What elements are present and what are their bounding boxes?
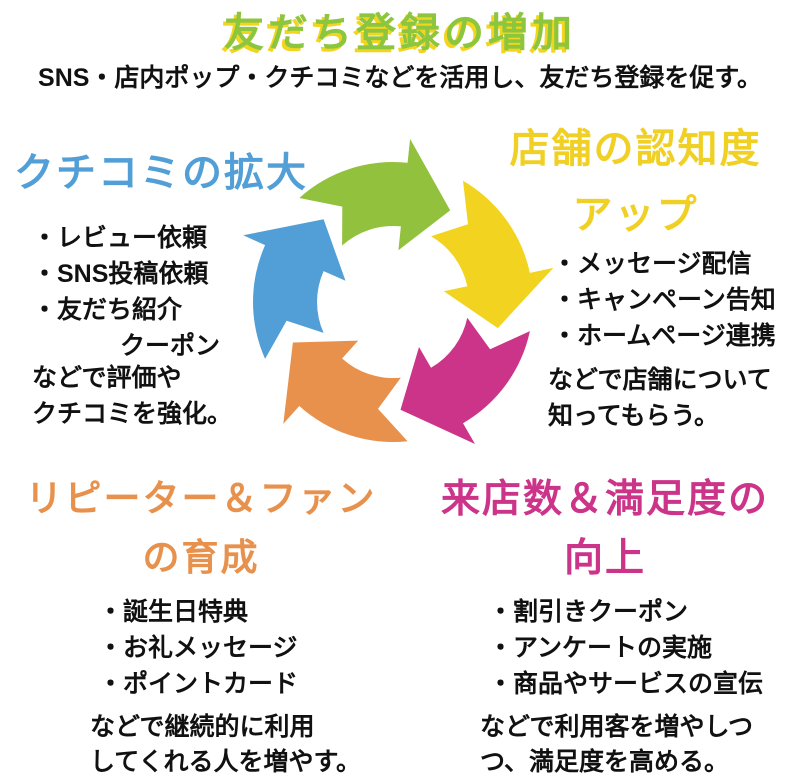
bullet-item: ・割引きクーポン: [488, 598, 689, 626]
section-ninchido-heading-line1: 店舗の認知度: [509, 127, 762, 171]
bullet-item: ・レビュー依頼: [32, 224, 208, 252]
page-title: 友だち登録の増加: [224, 11, 576, 55]
bullet-item-wrap: クーポン: [120, 332, 221, 360]
bullet-item: ・商品やサービスの宣伝: [488, 670, 764, 698]
section-raiten-heading-line1: 来店数＆満足度の: [440, 478, 769, 521]
bullet-item: ・お礼メッセージ: [98, 634, 298, 662]
page-subtitle: SNS・店内ポップ・クチコミなどを活用し、友だち登録を促す。: [38, 64, 762, 92]
bullet-item: ・誕生日特典: [98, 598, 249, 626]
section-kuchikomi-heading: クチコミの拡大: [14, 151, 308, 195]
section-raiten-heading-line2: 向上: [563, 537, 646, 580]
section-repeater-heading-line2: の育成: [142, 537, 260, 578]
bullet-item: ・メッセージ配信: [552, 250, 752, 278]
cycle-diagram: [243, 138, 554, 444]
section-repeater-summary: などで継続的に利用 してくれる人を増やす。: [90, 713, 362, 776]
bullet-item: ・友だち紹介: [32, 296, 183, 324]
cycle-arrow-right-yellow: [431, 180, 554, 329]
section-ninchido-summary: などで店舗について 知ってもらう。: [548, 366, 772, 430]
cycle-arrow-bottom-left-orange: [283, 340, 408, 442]
bullet-item: ・SNS投稿依頼: [32, 260, 209, 288]
section-raiten-bullets: ・割引きクーポン ・アンケートの実施 ・商品やサービスの宣伝: [488, 594, 763, 702]
cycle-arrow-left-blue: [243, 219, 346, 359]
section-repeater-bullets: ・誕生日特典 ・お礼メッセージ ・ポイントカード: [98, 594, 298, 702]
bullet-item: ・ホームページ連携: [552, 322, 776, 350]
section-ninchido-heading-line2: アップ: [572, 193, 699, 237]
section-raiten-summary: などで利用客を増やしつ つ、満足度を高める。: [480, 713, 754, 776]
section-ninchido-bullets: ・メッセージ配信 ・キャンペーン告知 ・ホームページ連携: [552, 246, 776, 354]
section-kuchikomi-bullets: ・レビュー依頼 ・SNS投稿依頼 ・友だち紹介 クーポン: [32, 220, 220, 364]
bullet-item: ・ポイントカード: [98, 670, 299, 698]
bullet-item: ・アンケートの実施: [488, 634, 713, 662]
cycle-arrow-bottom-right-magenta: [400, 317, 530, 444]
cycle-arrow-top-green: [299, 138, 451, 251]
bullet-item: ・キャンペーン告知: [552, 286, 776, 314]
section-kuchikomi-summary: などで評価や クチコミを強化。: [32, 364, 233, 428]
section-repeater-heading-line1: リピーター＆ファン: [25, 478, 377, 519]
